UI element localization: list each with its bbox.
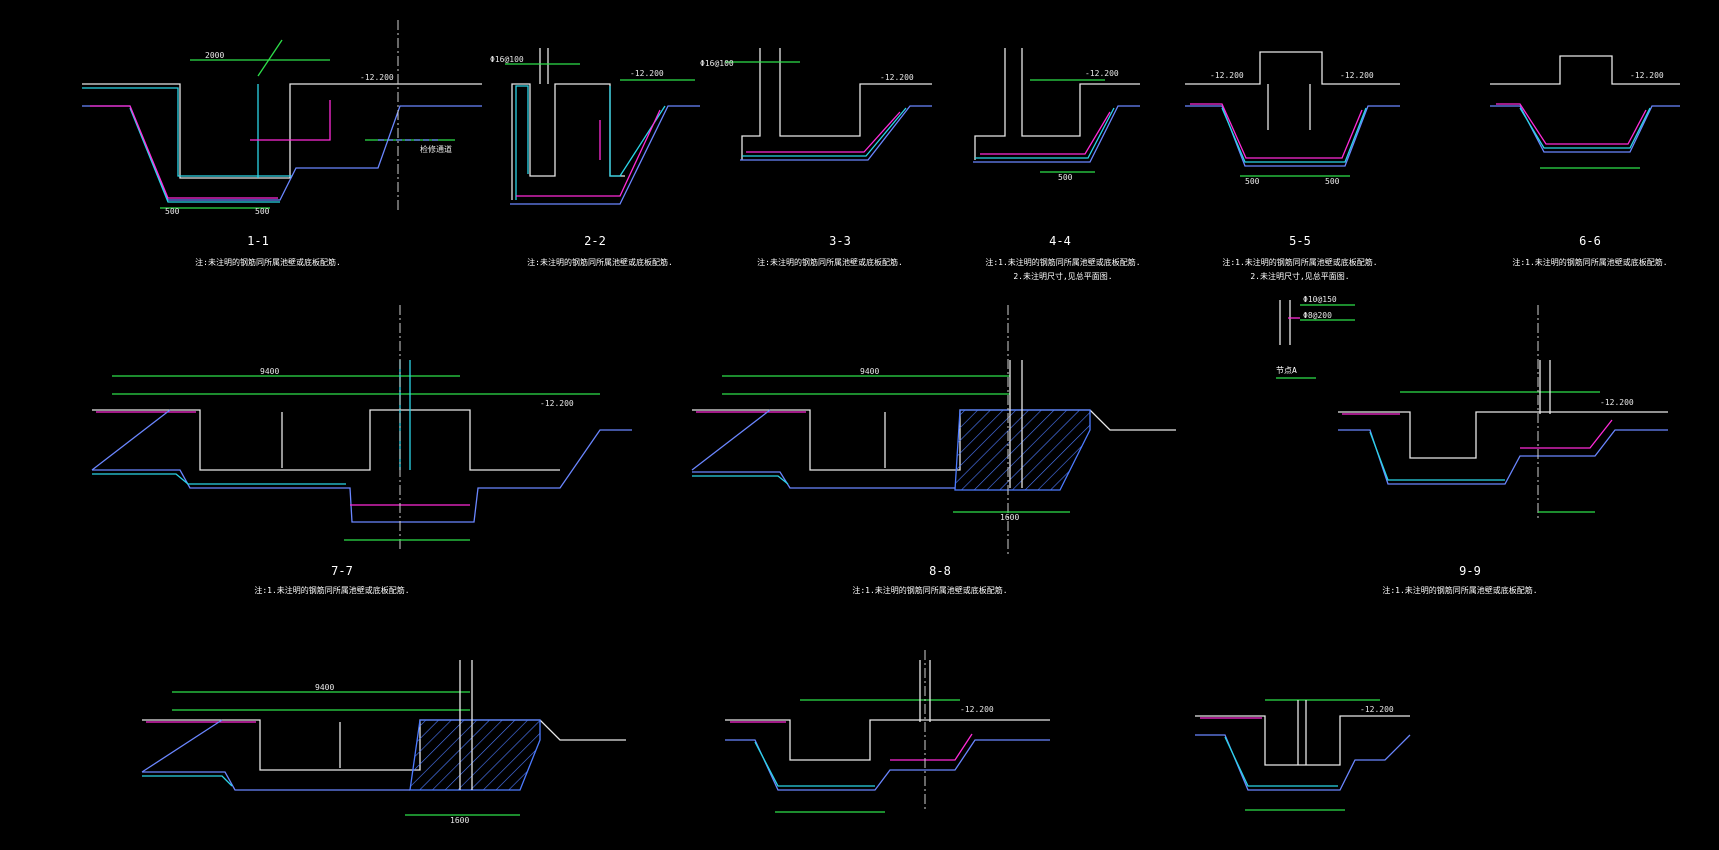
elevation: -12.200 <box>540 399 574 408</box>
section-3-3-drawing: Φ16@100 -12.200 <box>700 48 932 161</box>
section-label-8-8: 8-8 <box>929 564 951 578</box>
section-note-3-3: 注:未注明的钢筋同所属池壁或底板配筋. <box>757 257 903 267</box>
section-label-4-4: 4-4 <box>1049 234 1071 248</box>
section-label-7-7: 7-7 <box>331 564 353 578</box>
dim-2000: 2000 <box>205 51 224 60</box>
label-pipe: 检修通道 <box>420 144 452 154</box>
dim-9400: 9400 <box>860 367 879 376</box>
elevation: -12.200 <box>1210 71 1244 80</box>
elevation: -12.200 <box>1085 69 1119 78</box>
section-note-9-9: 注:1.未注明的钢筋同所属池壁或底板配筋. <box>1382 585 1537 595</box>
dim-1600: 1600 <box>450 816 469 825</box>
detail-a-drawing: Φ10@150 Φ8@200 <box>1276 295 1355 379</box>
dim-500: 500 <box>255 207 270 216</box>
elevation: -12.200 <box>960 705 994 714</box>
section-note2-5-5: 2.未注明尺寸,见总平面图. <box>1250 271 1349 281</box>
dim-9400: 9400 <box>260 367 279 376</box>
elevation: -12.200 <box>880 73 914 82</box>
section-label-2-2: 2-2 <box>584 234 606 248</box>
dim-500: 500 <box>1058 173 1073 182</box>
dim-500: 500 <box>1325 177 1340 186</box>
section-note-5-5: 注:1.未注明的钢筋同所属池壁或底板配筋. <box>1222 257 1377 267</box>
section-label-6-6: 6-6 <box>1579 234 1601 248</box>
section-8-8-drawing: 9400 1600 <box>691 305 1176 555</box>
section-4-4-drawing: -12.200 500 <box>973 48 1140 182</box>
dim-500: 500 <box>165 207 180 216</box>
section-note-2-2: 注:未注明的钢筋同所属池壁或底板配筋. <box>527 257 673 267</box>
elevation: -12.200 <box>1600 398 1634 407</box>
section-1-1-drawing: 2000 500 500 -12.200 检修通道 <box>82 20 482 216</box>
section-2-2-drawing: Φ16@100 -12.200 <box>490 48 700 205</box>
section-note-1-1: 注:未注明的钢筋同所属池壁或底板配筋. <box>195 257 341 267</box>
section-10-drawing: 9400 1600 <box>141 660 626 825</box>
section-note-7-7: 注:1.未注明的钢筋同所属池壁或底板配筋. <box>254 585 409 595</box>
section-note-6-6: 注:1.未注明的钢筋同所属池壁或底板配筋. <box>1512 257 1667 267</box>
elevation: -12.200 <box>1360 705 1394 714</box>
dim-500: 500 <box>1245 177 1260 186</box>
elevation: -12.200 <box>1630 71 1664 80</box>
section-label-9-9: 9-9 <box>1459 564 1481 578</box>
section-label-5-5: 5-5 <box>1289 234 1311 248</box>
section-11-drawing: -12.200 <box>725 650 1050 813</box>
rebar-label: Φ16@100 <box>700 59 734 68</box>
section-6-6-drawing: -12.200 <box>1490 55 1680 169</box>
section-5-5-drawing: -12.200 -12.200 500 500 <box>1185 51 1400 186</box>
dim-1600: 1600 <box>1000 513 1019 522</box>
section-note-8-8: 注:1.未注明的钢筋同所属池壁或底板配筋. <box>852 585 1007 595</box>
section-label-1-1: 1-1 <box>247 234 269 248</box>
dim-9400: 9400 <box>315 683 334 692</box>
elevation: -12.200 <box>1340 71 1374 80</box>
rebar-label: Φ16@100 <box>490 55 524 64</box>
detail-a-rebar-2: Φ8@200 <box>1303 311 1332 320</box>
section-note2-4-4: 2.未注明尺寸,见总平面图. <box>1013 271 1112 281</box>
section-note-4-4: 注:1.未注明的钢筋同所属池壁或底板配筋. <box>985 257 1140 267</box>
elevation: -12.200 <box>630 69 664 78</box>
section-label-3-3: 3-3 <box>829 234 851 248</box>
section-12-drawing: -12.200 <box>1195 699 1411 811</box>
detail-a-label: 节点A <box>1276 366 1297 375</box>
elevation: -12.200 <box>360 73 394 82</box>
detail-a-rebar-1: Φ10@150 <box>1303 295 1337 304</box>
section-7-7-drawing: 9400 -12.200 <box>91 305 632 550</box>
section-9-9-drawing: -12.200 <box>1338 305 1668 520</box>
